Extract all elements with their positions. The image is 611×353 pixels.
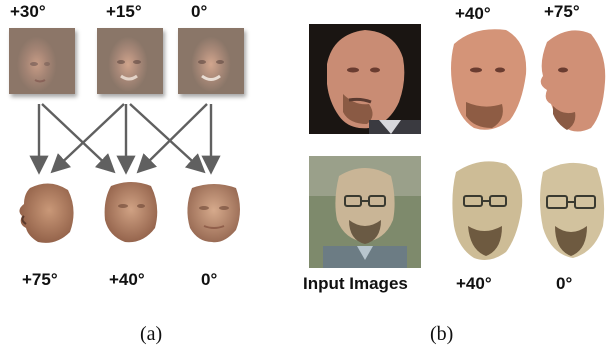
- label-a-top-30: +30°: [10, 2, 46, 21]
- synth-face-image-0: [187, 184, 240, 243]
- caption-b: (b): [430, 323, 454, 345]
- label-b-top-40: +40°: [455, 4, 491, 23]
- label-a-top-15: +15°: [106, 2, 142, 21]
- caption-a: (a): [140, 323, 163, 345]
- label-b-top-75: +75°: [544, 2, 580, 21]
- label-b-bottom-0: 0°: [556, 274, 573, 293]
- arrow-15-to-75: [50, 103, 125, 174]
- label-input-images: Input Images: [303, 274, 408, 293]
- arrow-15-to-0: [129, 103, 206, 174]
- label-a-bottom-40: +40°: [109, 270, 145, 289]
- arrow-30-to-40: [41, 103, 116, 174]
- label-a-bottom-0: 0°: [201, 270, 218, 289]
- synth-face-image-75: [19, 183, 74, 243]
- input-image-1: [309, 24, 421, 134]
- label-b-bottom-40: +40°: [456, 274, 492, 293]
- average-face-image-0: [178, 28, 244, 94]
- arrow-0-to-40: [136, 103, 208, 174]
- average-face-image-15: [97, 28, 163, 94]
- synth-face-image-40: [104, 182, 158, 243]
- label-a-top-0: 0°: [191, 2, 208, 21]
- input-image-2: [309, 156, 421, 268]
- output-face-top-75: [540, 30, 606, 132]
- output-face-top-40: [451, 29, 527, 130]
- output-face-bottom-40: [452, 161, 523, 260]
- average-face-image-30: [9, 28, 75, 94]
- output-face-bottom-0: [540, 162, 605, 258]
- label-a-bottom-75: +75°: [22, 270, 58, 289]
